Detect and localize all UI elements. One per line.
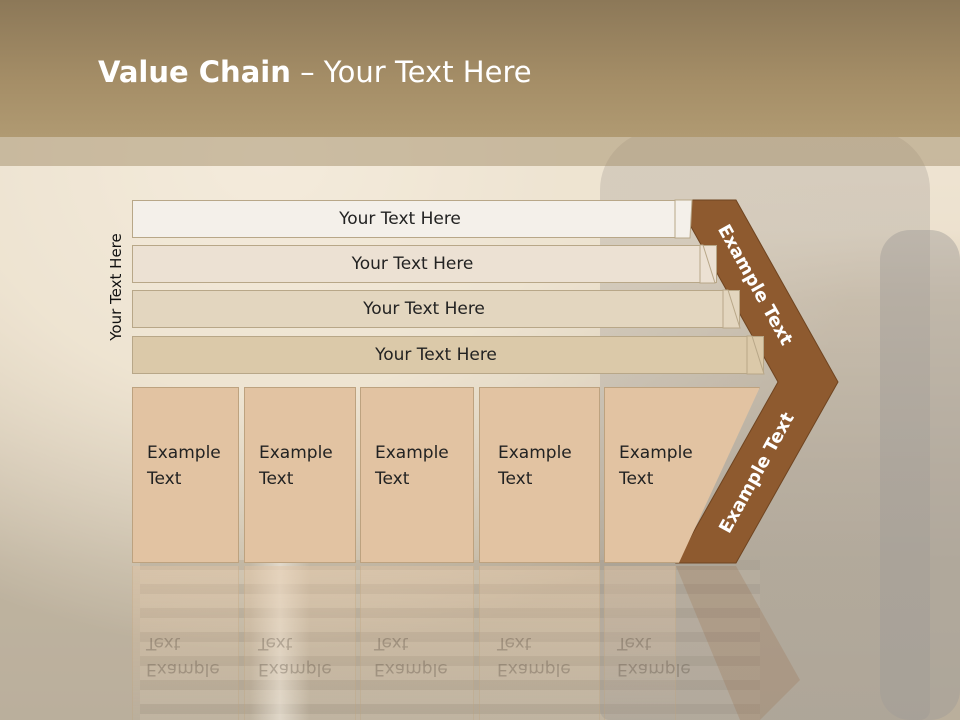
slide-title-rest: – Your Text Here (290, 55, 532, 89)
activity-cell-4-line2: Text (498, 469, 533, 489)
activity-cell-5-line2: Text (619, 469, 654, 489)
title-band (0, 0, 960, 137)
activity-cell-4-line1: Example (498, 443, 572, 463)
rail-highlight (250, 560, 310, 720)
activity-cell-2-line2: Text (259, 469, 294, 489)
reflection-cell-1 (132, 566, 239, 720)
row-1[interactable]: Your Text Here (132, 200, 692, 238)
chevron-arrow-shape (675, 199, 839, 564)
reflection-text-1: Example Text (146, 633, 220, 679)
reflection-cell-5 (604, 566, 676, 720)
row-4[interactable]: Your Text Here (132, 336, 764, 374)
row-3-label: Your Text Here (363, 299, 485, 319)
row-1-label: Your Text Here (339, 209, 461, 229)
activity-cell-4[interactable]: Example Text (479, 387, 600, 563)
activity-cell-1[interactable]: Example Text (132, 387, 239, 563)
row-3-edge (722, 289, 741, 329)
row-4-edge (746, 335, 765, 375)
row-1-edge (674, 199, 693, 239)
railroad-ties (140, 560, 760, 720)
activity-cell-1-line2: Text (147, 469, 182, 489)
activity-cell-2[interactable]: Example Text (244, 387, 356, 563)
activity-cell-2-line1: Example (259, 443, 333, 463)
reflection-arrow-shape (676, 566, 800, 720)
reflection-cell-3 (360, 566, 474, 720)
activity-cell-1-line1: Example (147, 443, 221, 463)
reflection-text-5: Example Text (617, 633, 691, 679)
row-3[interactable]: Your Text Here (132, 290, 740, 328)
title-band-lower (0, 137, 960, 166)
row-2[interactable]: Your Text Here (132, 245, 717, 283)
reflection-cell-4 (479, 566, 600, 720)
background-person-leg (880, 230, 960, 720)
activity-cell-3-line2: Text (375, 469, 410, 489)
reflection-text-2: Example Text (258, 633, 332, 679)
activity-cell-3-line1: Example (375, 443, 449, 463)
reflection-cell-2 (244, 566, 356, 720)
slide-title-bold: Value Chain (98, 55, 291, 89)
reflection-text-3: Example Text (374, 633, 448, 679)
reflection-text-4: Example Text (497, 633, 571, 679)
row-2-edge (699, 244, 716, 284)
activity-cell-3[interactable]: Example Text (360, 387, 474, 563)
slide-title[interactable]: Value Chain – Your Text Here (98, 55, 532, 89)
activity-cell-5-line1: Example (619, 443, 693, 463)
row-4-label: Your Text Here (375, 345, 497, 365)
row-2-label: Your Text Here (351, 254, 474, 274)
